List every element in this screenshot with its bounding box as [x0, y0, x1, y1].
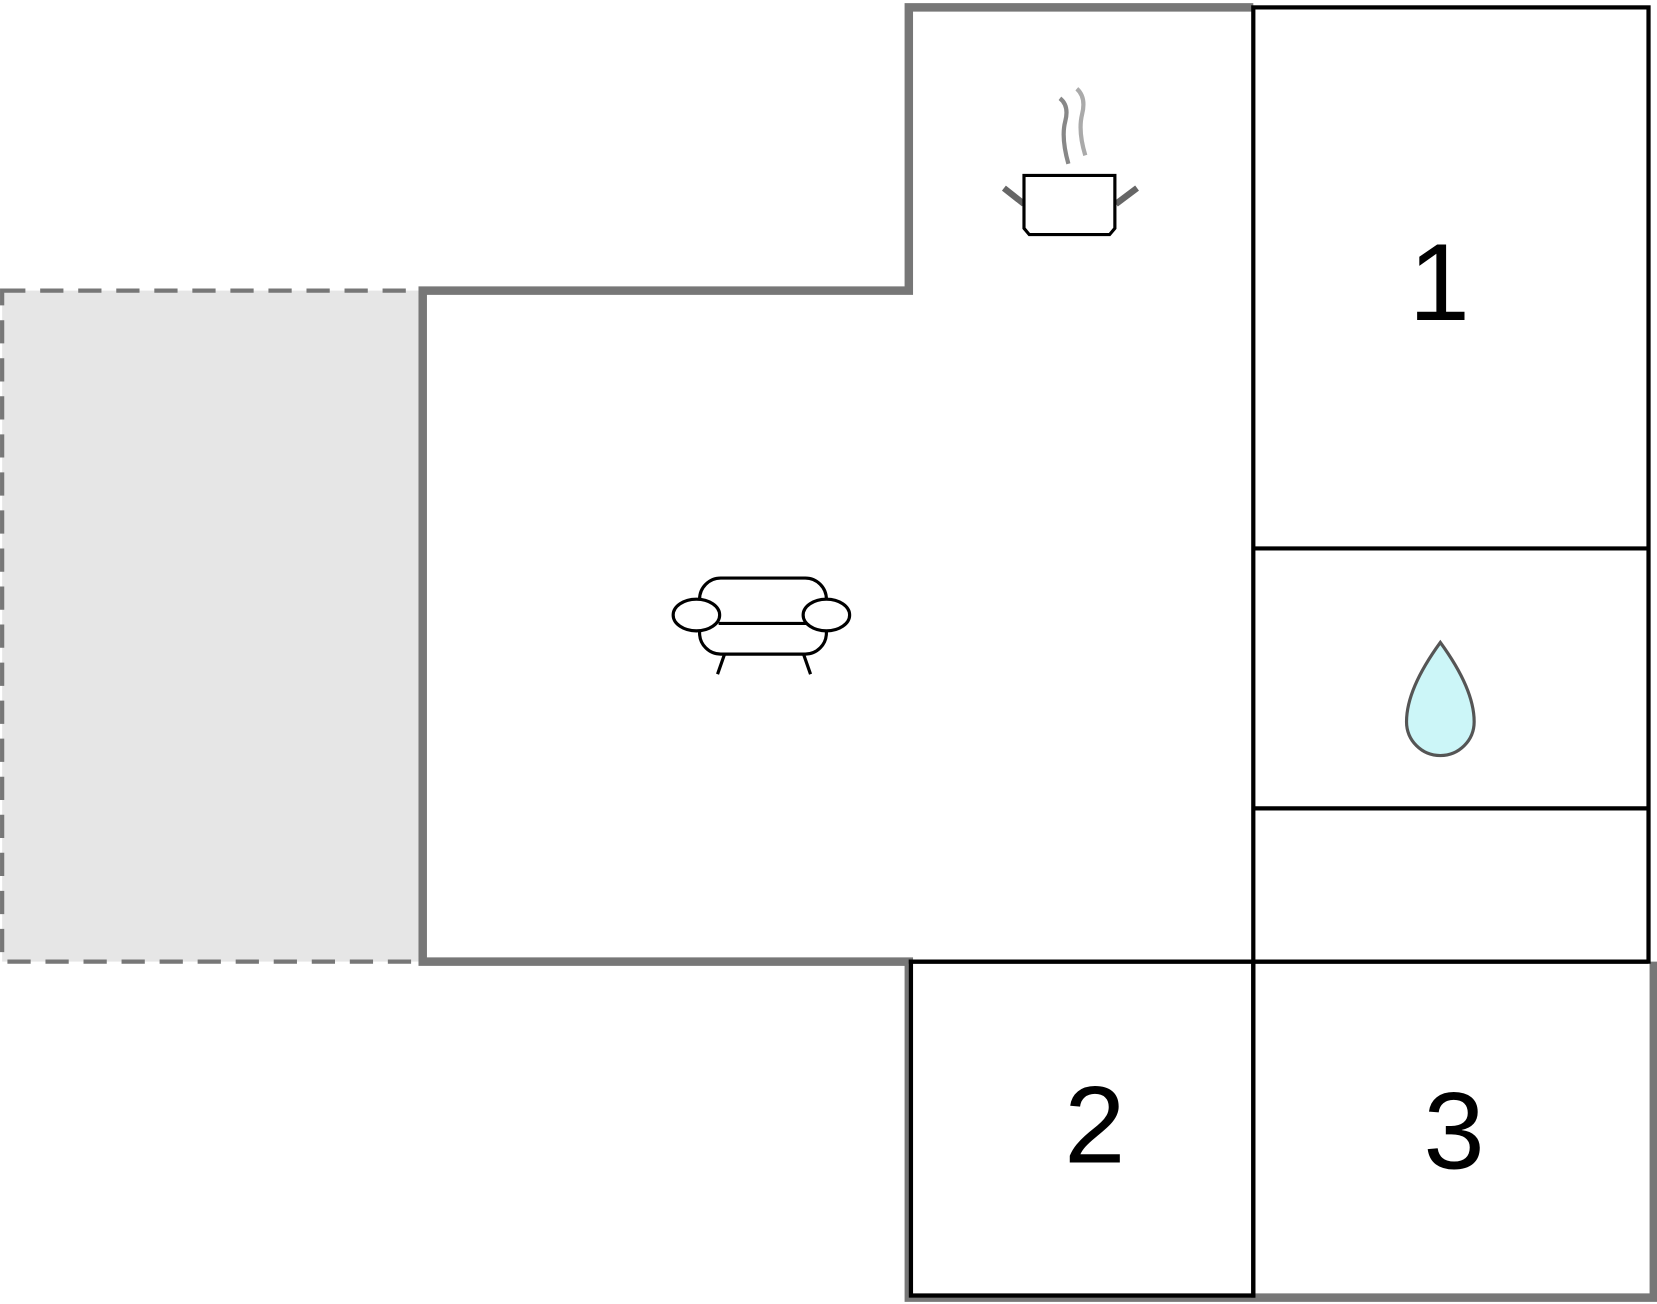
- water-drop-icon: [1404, 639, 1476, 758]
- cooking-pot-icon: [1001, 87, 1139, 237]
- room-label-3: 3: [1424, 1071, 1485, 1193]
- room-label-1: 1: [1409, 222, 1470, 344]
- terrace-area: [0, 288, 425, 964]
- outer-wall: [418, 3, 1657, 1302]
- room-label-2: 2: [1064, 1064, 1125, 1186]
- inner-walls: [908, 5, 1651, 1298]
- sofa-icon: [671, 576, 852, 675]
